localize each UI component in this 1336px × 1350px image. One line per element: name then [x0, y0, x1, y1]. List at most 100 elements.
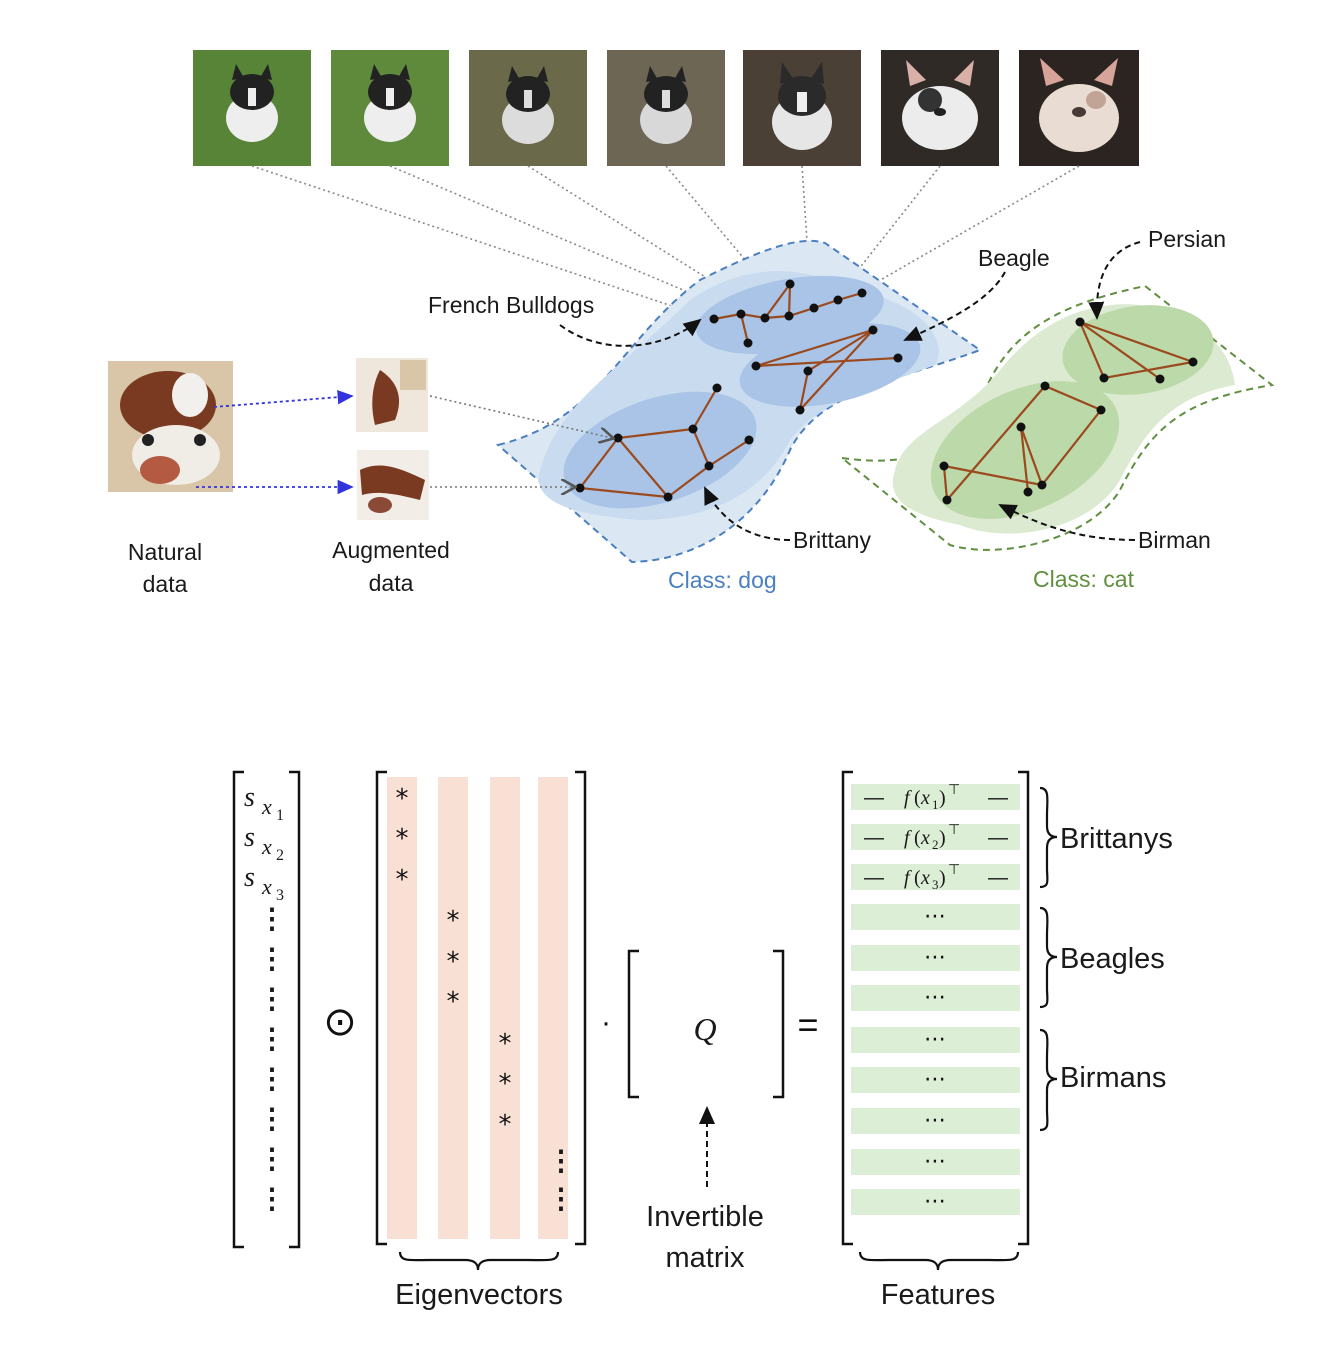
feature-row-2-label: — f ( x 2 ) ⊤ — [864, 823, 1008, 852]
svg-text:⋯: ⋯ [924, 1189, 946, 1214]
s-entry-1: s x 1 [244, 782, 284, 824]
feature-row [851, 945, 1020, 971]
under-braces [398, 1251, 1020, 1271]
s-vector: s x 1 s x 2 s x 3 ⋮ ⋮ ⋮ ⋮ ⋮ ⋮ ⋮ ⋮ [232, 770, 301, 1249]
feature-row [851, 1027, 1020, 1053]
features-matrix: — f ( x 1 ) ⊤ — — f ( x 2 ) ⊤ — — f ( x … [841, 770, 1030, 1246]
svg-text:*: * [499, 1029, 512, 1059]
graph-node [736, 309, 746, 319]
svg-text:*: * [447, 987, 460, 1017]
svg-text:—: — [988, 787, 1008, 809]
eigenvector-entries: * * * * * * * * * ⋮ ⋮ [396, 784, 576, 1215]
label-brittany: Brittany [793, 527, 871, 553]
svg-text:s: s [244, 782, 255, 813]
feature-row [851, 864, 1020, 890]
svg-text:⋯: ⋯ [924, 985, 946, 1010]
graph-node [893, 353, 903, 363]
augmented-crop [357, 450, 429, 520]
label-class-cat: Class: cat [1033, 566, 1135, 592]
label-beagle: Beagle [978, 245, 1050, 271]
s-vector-vdots: ⋮ ⋮ ⋮ ⋮ ⋮ ⋮ ⋮ ⋮ [258, 902, 286, 1215]
feature-row [851, 784, 1020, 810]
eigenvector-column [490, 777, 520, 1239]
svg-text:⋯: ⋯ [924, 945, 946, 970]
graph-node [1075, 317, 1085, 327]
s-entry-3: s x 3 [244, 862, 284, 904]
q-matrix: Q [627, 949, 785, 1099]
svg-text:x: x [261, 794, 272, 819]
graph-node [939, 461, 949, 471]
label-persian: Persian [1148, 226, 1226, 252]
svg-text:(: ( [914, 867, 921, 889]
dot-operator: · [601, 1006, 611, 1039]
graph-node [663, 492, 673, 502]
label-class-dog: Class: dog [668, 567, 777, 593]
cluster-region-persian [1062, 305, 1214, 395]
graph-node [809, 303, 819, 313]
s-entry-2: s x 2 [244, 822, 284, 864]
graph-node [760, 313, 770, 323]
svg-text:—: — [864, 827, 884, 849]
dog-class-region [495, 239, 983, 564]
graph-node [942, 495, 952, 505]
graph-node [712, 383, 722, 393]
label-brittanys: Brittanys [1060, 823, 1173, 855]
svg-text:⋮: ⋮ [258, 982, 286, 1015]
svg-text:*: * [499, 1110, 512, 1140]
feature-row-3-label: — f ( x 3 ) ⊤ — [864, 863, 1008, 892]
bulldog-photo [881, 50, 999, 166]
graph-node [1155, 374, 1165, 384]
crop-mapping-arrows [429, 395, 612, 487]
graph-node [868, 325, 878, 335]
svg-text:—: — [988, 867, 1008, 889]
label-natural-data-line2: data [143, 571, 188, 597]
label-birmans: Birmans [1060, 1062, 1166, 1094]
graph-node [709, 314, 719, 324]
svg-text:x: x [920, 867, 930, 889]
graph-node [613, 433, 623, 443]
augmentation-arrows [196, 389, 354, 495]
graph-node [803, 366, 813, 376]
svg-text:s: s [244, 822, 255, 853]
label-augmented-data-line2: data [369, 570, 414, 596]
graph-node [1037, 480, 1047, 490]
svg-text:—: — [988, 827, 1008, 849]
label-birman: Birman [1138, 527, 1211, 553]
bulldog-photo [331, 50, 449, 166]
svg-text:(: ( [914, 827, 921, 849]
bulldog-photo [743, 50, 861, 166]
svg-text:⋯: ⋯ [924, 1027, 946, 1052]
cluster-callouts [559, 241, 1141, 541]
graph-node [751, 361, 761, 371]
graph-node [1040, 381, 1050, 391]
svg-text:⋯: ⋯ [924, 1149, 946, 1174]
cat-class-region [838, 284, 1275, 551]
augmented-crop [356, 358, 428, 432]
graph-node [795, 405, 805, 415]
graph-node [785, 279, 795, 289]
equals-operator: = [797, 1004, 818, 1045]
bulldog-photo [607, 50, 725, 166]
svg-text:1: 1 [932, 797, 939, 812]
svg-text:(: ( [914, 787, 921, 809]
svg-text:⋮: ⋮ [258, 1022, 286, 1055]
label-beagles: Beagles [1060, 943, 1165, 975]
svg-text:⋮: ⋮ [258, 1062, 286, 1095]
svg-text:⋯: ⋯ [924, 1067, 946, 1092]
svg-text:*: * [396, 784, 409, 814]
svg-text:1: 1 [276, 807, 284, 824]
label-eigenvectors: Eigenvectors [395, 1279, 563, 1311]
svg-text:⋯: ⋯ [924, 904, 946, 929]
eigenvector-matrix: * * * * * * * * * ⋮ ⋮ [375, 770, 587, 1246]
svg-text:*: * [396, 865, 409, 895]
svg-text:—: — [864, 867, 884, 889]
svg-text:x: x [261, 834, 272, 859]
bulldog-photo-row [193, 50, 1139, 166]
svg-text:): ) [939, 827, 946, 849]
svg-text:x: x [261, 874, 272, 899]
hadamard-operator: ⊙ [323, 999, 357, 1045]
label-natural-data-line1: Natural [128, 539, 202, 565]
svg-text:⊤: ⊤ [948, 783, 960, 798]
svg-text:3: 3 [276, 887, 284, 904]
